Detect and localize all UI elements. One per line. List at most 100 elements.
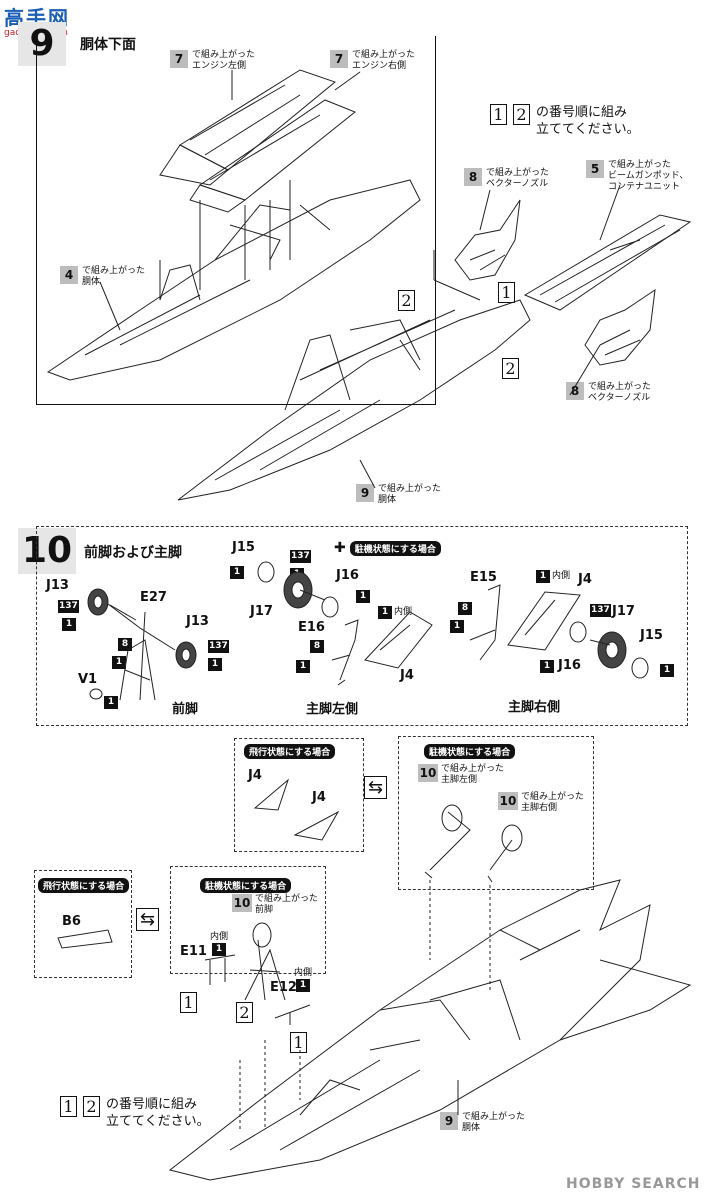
qty-badge: 1	[378, 606, 392, 619]
door-drawing	[507, 591, 581, 651]
toggle-mode-icon: ⇆	[364, 776, 388, 799]
callout-nozzle-bottom: 8 で組み上がった ベクターノズル	[566, 382, 651, 404]
qty-badge: 137	[208, 640, 229, 653]
seq-mark: 1	[290, 1032, 307, 1053]
step-ref-badge: 7	[330, 50, 348, 68]
part-label: J16	[558, 658, 581, 673]
order-note-text: の番号順に組み 立ててください。	[106, 1097, 210, 1129]
step-9-inset-box	[36, 36, 436, 405]
callout-text: で組み上がった 胴体	[82, 266, 146, 287]
inner-label: 内側	[294, 968, 313, 978]
order-num: 2	[83, 1096, 100, 1117]
part-label: J4	[248, 768, 262, 783]
fuselage-upper-drawing	[46, 179, 421, 381]
callout-body-4: 4 で組み上がった 胴体	[60, 266, 145, 288]
callout-nose-gear: 10 で組み上がった 前脚	[232, 894, 318, 916]
part-label: E12	[270, 980, 297, 995]
inner-side-note: 内側 1	[210, 932, 228, 956]
step-10-number: 10	[18, 528, 76, 574]
qty-badge: 1	[212, 943, 226, 956]
inner-label: 内側	[210, 932, 229, 942]
step-ref-badge: 9	[440, 1112, 458, 1130]
qty-badge: 1	[536, 570, 550, 583]
callout-text: で組み上がった 前脚	[255, 894, 319, 915]
order-num: 2	[513, 104, 530, 125]
part-label: J4	[578, 572, 592, 587]
step-ref-badge: 8	[464, 168, 482, 186]
step-ref-badge: 5	[586, 160, 604, 178]
callout-text: で組み上がった 胴体	[462, 1112, 526, 1133]
part-label: J15	[640, 628, 663, 643]
parking-mode-label: 駐機状態にする場合	[424, 744, 516, 759]
step-10-order-note: 1 2 の番号順に組み 立ててください。	[60, 1096, 210, 1130]
step-9-title: 胴体下面	[80, 37, 136, 53]
qty-badge: 1	[450, 620, 464, 633]
qty-badge: 1	[540, 660, 554, 673]
part-label: J17	[250, 604, 273, 619]
aircraft-assembled-drawing	[168, 879, 651, 1181]
qty-badge: 137	[290, 550, 311, 563]
qty-badge: 8	[310, 640, 324, 653]
callout-engine-left: 7 で組み上がった エンジン左側	[170, 50, 255, 72]
order-num: 1	[490, 104, 507, 125]
qty-badge: 1	[230, 566, 244, 579]
parking-mode-header: ✚ 駐機状態にする場合	[334, 540, 441, 556]
hobby-search-watermark: HOBBY SEARCH	[566, 1176, 701, 1192]
nose-strut-drawing	[107, 603, 176, 701]
inner-side-note: 1 内側	[378, 606, 412, 619]
part-label: J17	[612, 604, 635, 619]
step-ref-badge: 7	[170, 50, 188, 68]
step-ref-badge: 9	[356, 484, 374, 502]
inner-label: 内側	[394, 607, 413, 617]
callout-text: で組み上がった ビームガンポッド、 コンテナユニット	[608, 160, 689, 192]
order-num: 1	[60, 1096, 77, 1117]
fuselage-lower-drawing	[177, 299, 531, 501]
qty-badge: 1	[208, 658, 222, 671]
step-9-order-note: 1 2 の番号順に組み 立ててください。	[490, 104, 640, 138]
callout-text: で組み上がった ベクターノズル	[486, 168, 550, 189]
inner-side-note: 1 内側	[536, 570, 570, 583]
flight-mode-box-doors	[234, 738, 364, 852]
nozzle-bottom-drawing	[584, 288, 656, 366]
inner-label: 内側	[552, 571, 571, 581]
callout-text: で組み上がった 主脚右側	[521, 792, 585, 813]
qty-badge: 1	[62, 618, 76, 631]
qty-badge: 1	[660, 664, 674, 677]
callout-engine-right: 7 で組み上がった エンジン右側	[330, 50, 415, 72]
seq-mark: 2	[236, 1002, 253, 1023]
main-strut-right-drawing	[469, 584, 501, 661]
part-label: E27	[140, 590, 167, 605]
inner-side-note: 内側 1	[294, 968, 312, 992]
step-ref-badge: 10	[232, 894, 252, 912]
part-label: J13	[186, 614, 209, 629]
callout-text: で組み上がった ベクターノズル	[588, 382, 652, 403]
qty-badge: 1	[296, 660, 310, 673]
qty-badge: 137	[58, 600, 79, 613]
callout-gunpod: 5 で組み上がった ビームガンポッド、 コンテナユニット	[586, 160, 688, 193]
qty-badge: 1	[112, 656, 126, 669]
step-ref-badge: 10	[418, 764, 438, 782]
callout-text: で組み上がった 主脚左側	[441, 764, 505, 785]
parking-mode-box-main	[398, 736, 594, 890]
part-label: J4	[312, 790, 326, 805]
callout-body-9: 9 で組み上がった 胴体	[356, 484, 441, 506]
qty-badge: 8	[458, 602, 472, 615]
callout-nozzle-top: 8 で組み上がった ベクターノズル	[464, 168, 549, 190]
part-label: J16	[336, 568, 359, 583]
part-label: E15	[470, 570, 497, 585]
qty-badge: 137	[590, 604, 611, 617]
qty-badge: 1	[296, 979, 310, 992]
nose-gear-caption: 前脚	[172, 702, 199, 717]
door-drawing	[253, 778, 290, 811]
step-10-gear-box	[36, 526, 688, 726]
door-drawing	[57, 929, 113, 949]
parking-mode-box-nose	[170, 866, 326, 974]
toggle-mode-icon: ✚	[334, 540, 346, 556]
step-9-number: 9	[18, 22, 66, 66]
callout-main-right: 10 で組み上がった 主脚右側	[498, 792, 584, 814]
part-label: J15	[232, 540, 255, 555]
gear-assembled-drawing	[487, 839, 513, 883]
step-ref-badge: 4	[60, 266, 78, 284]
flight-mode-box-b6	[34, 870, 132, 978]
